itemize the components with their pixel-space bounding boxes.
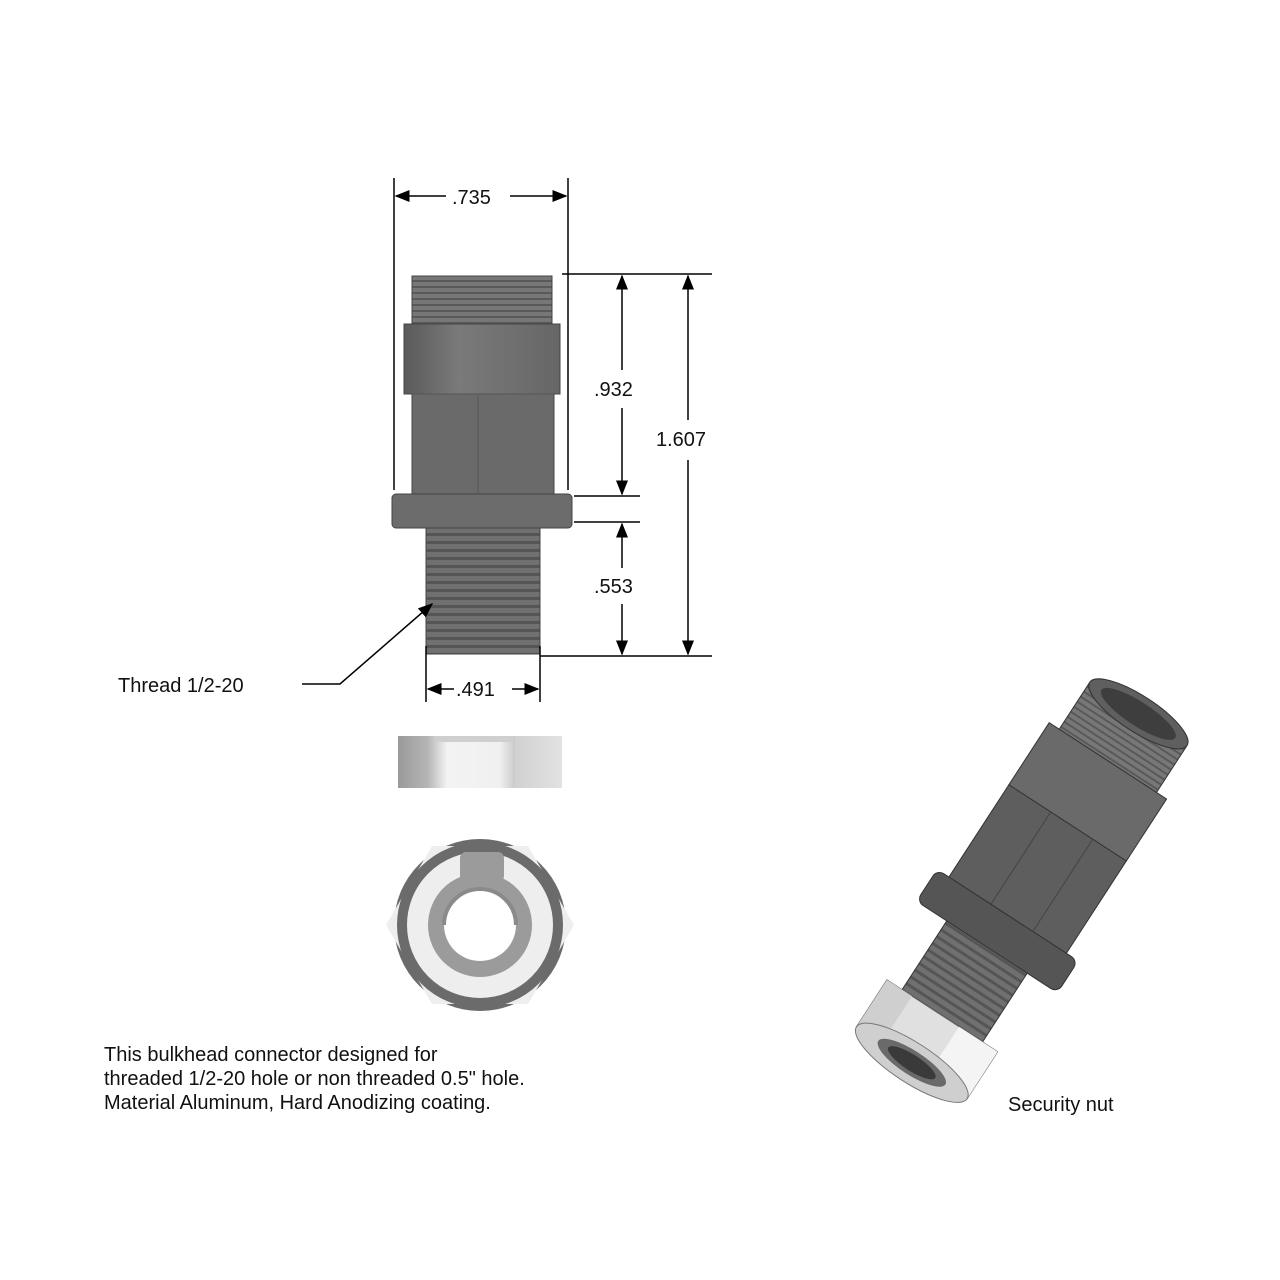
dimension-lines: [302, 178, 712, 702]
description-line-1: This bulkhead connector designed for: [104, 1044, 438, 1066]
thread-callout-label: Thread 1/2-20: [118, 675, 244, 697]
bottom-thread: [425, 527, 541, 655]
top-thread: [411, 275, 553, 325]
security-nut-caption: Security nut: [1008, 1094, 1114, 1116]
dim-thread-diameter: .491: [456, 679, 495, 701]
dim-thread-length: .553: [594, 576, 633, 598]
connector-isometric-view: [854, 678, 1189, 1103]
connector-side-view: [391, 275, 573, 655]
product-description: This bulkhead connector designed for thr…: [104, 1043, 704, 1115]
description-line-2: threaded 1/2-20 hole or non threaded 0.5…: [104, 1068, 525, 1090]
description-line-3: Material Aluminum, Hard Anodizing coatin…: [104, 1092, 491, 1114]
dim-total-height: 1.607: [656, 429, 706, 451]
dim-upper-height: .932: [594, 379, 633, 401]
nut-top-view: [386, 839, 574, 1011]
hex-body: [403, 323, 561, 395]
nut-side-view: [398, 736, 562, 788]
flange: [391, 493, 573, 529]
dim-overall-width: .735: [452, 187, 491, 209]
